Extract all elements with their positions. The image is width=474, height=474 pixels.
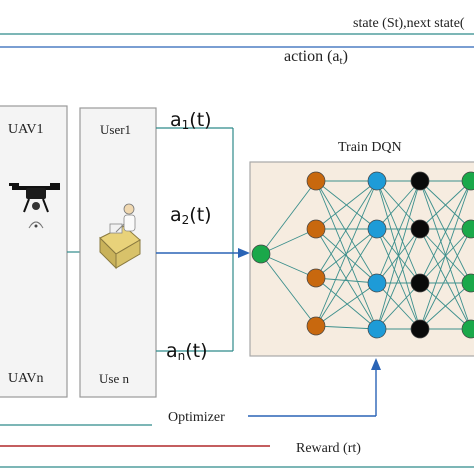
dqn-edge: [260, 180, 317, 255]
dqn-edge: [419, 228, 472, 330]
action-a1: a1(t): [170, 109, 212, 132]
dqn-panel: [249, 161, 474, 357]
dqn-title: Train DQN: [338, 140, 402, 155]
dqn-edge: [260, 253, 317, 327]
dqn-edge: [315, 180, 378, 284]
dqn-node: [410, 319, 430, 339]
dqn-node: [367, 319, 387, 339]
dqn-node: [306, 219, 326, 239]
dqn-edge: [315, 277, 378, 330]
dqn-edge: [315, 180, 378, 330]
uav-box: [0, 105, 68, 398]
drone-icon: [9, 183, 60, 229]
optimizer-arrowhead: [371, 358, 381, 370]
action-an: an(t): [166, 340, 208, 363]
dqn-edge: [315, 282, 378, 327]
dqn-edge: [419, 180, 472, 284]
dqn-edge: [376, 180, 421, 284]
user-last-label: Use n: [99, 371, 129, 386]
action-input-arrowhead: [238, 248, 250, 258]
dqn-node: [306, 316, 326, 336]
dqn-node: [410, 273, 430, 293]
action-a2: a2(t): [170, 204, 212, 227]
dqn-edge: [419, 282, 472, 330]
dqn-edge: [315, 180, 378, 230]
dqn-edge: [376, 180, 421, 230]
dqn-edge: [260, 253, 317, 279]
dqn-edge: [376, 228, 421, 330]
dqn-node: [367, 171, 387, 191]
dqn-node: [410, 219, 430, 239]
user-first-label: User1: [100, 122, 131, 137]
dqn-edge: [315, 277, 378, 284]
dqn-edge: [315, 228, 378, 284]
dqn-edges: [260, 180, 472, 330]
dqn-nodes: [251, 171, 474, 339]
dqn-edge: [315, 180, 378, 327]
dqn-node: [306, 268, 326, 288]
dqn-node: [410, 171, 430, 191]
dqn-node: [461, 319, 474, 339]
reward-label: Reward (rt): [296, 441, 361, 456]
dqn-edge: [315, 180, 378, 279]
state-label: state (St),next state(: [353, 16, 465, 31]
action-label: action (at): [284, 48, 348, 67]
dqn-edge: [376, 180, 421, 330]
user-at-desk-icon: [99, 203, 141, 270]
dqn-node: [306, 171, 326, 191]
dqn-edge: [419, 180, 472, 230]
dqn-node: [461, 273, 474, 293]
dqn-node: [461, 171, 474, 191]
dqn-node: [461, 219, 474, 239]
dqn-edge: [315, 325, 378, 330]
dqn-edge: [315, 228, 378, 327]
dqn-node: [367, 219, 387, 239]
uav-first-label: UAV1: [8, 122, 44, 137]
dqn-edge: [376, 282, 421, 330]
uav-last-label: UAVn: [8, 371, 44, 386]
dqn-edge: [315, 228, 378, 330]
dqn-edge: [419, 180, 472, 330]
dqn-edge: [260, 228, 317, 255]
dqn-node: [251, 244, 271, 264]
dqn-node: [367, 273, 387, 293]
optimizer-label: Optimizer: [168, 410, 225, 425]
